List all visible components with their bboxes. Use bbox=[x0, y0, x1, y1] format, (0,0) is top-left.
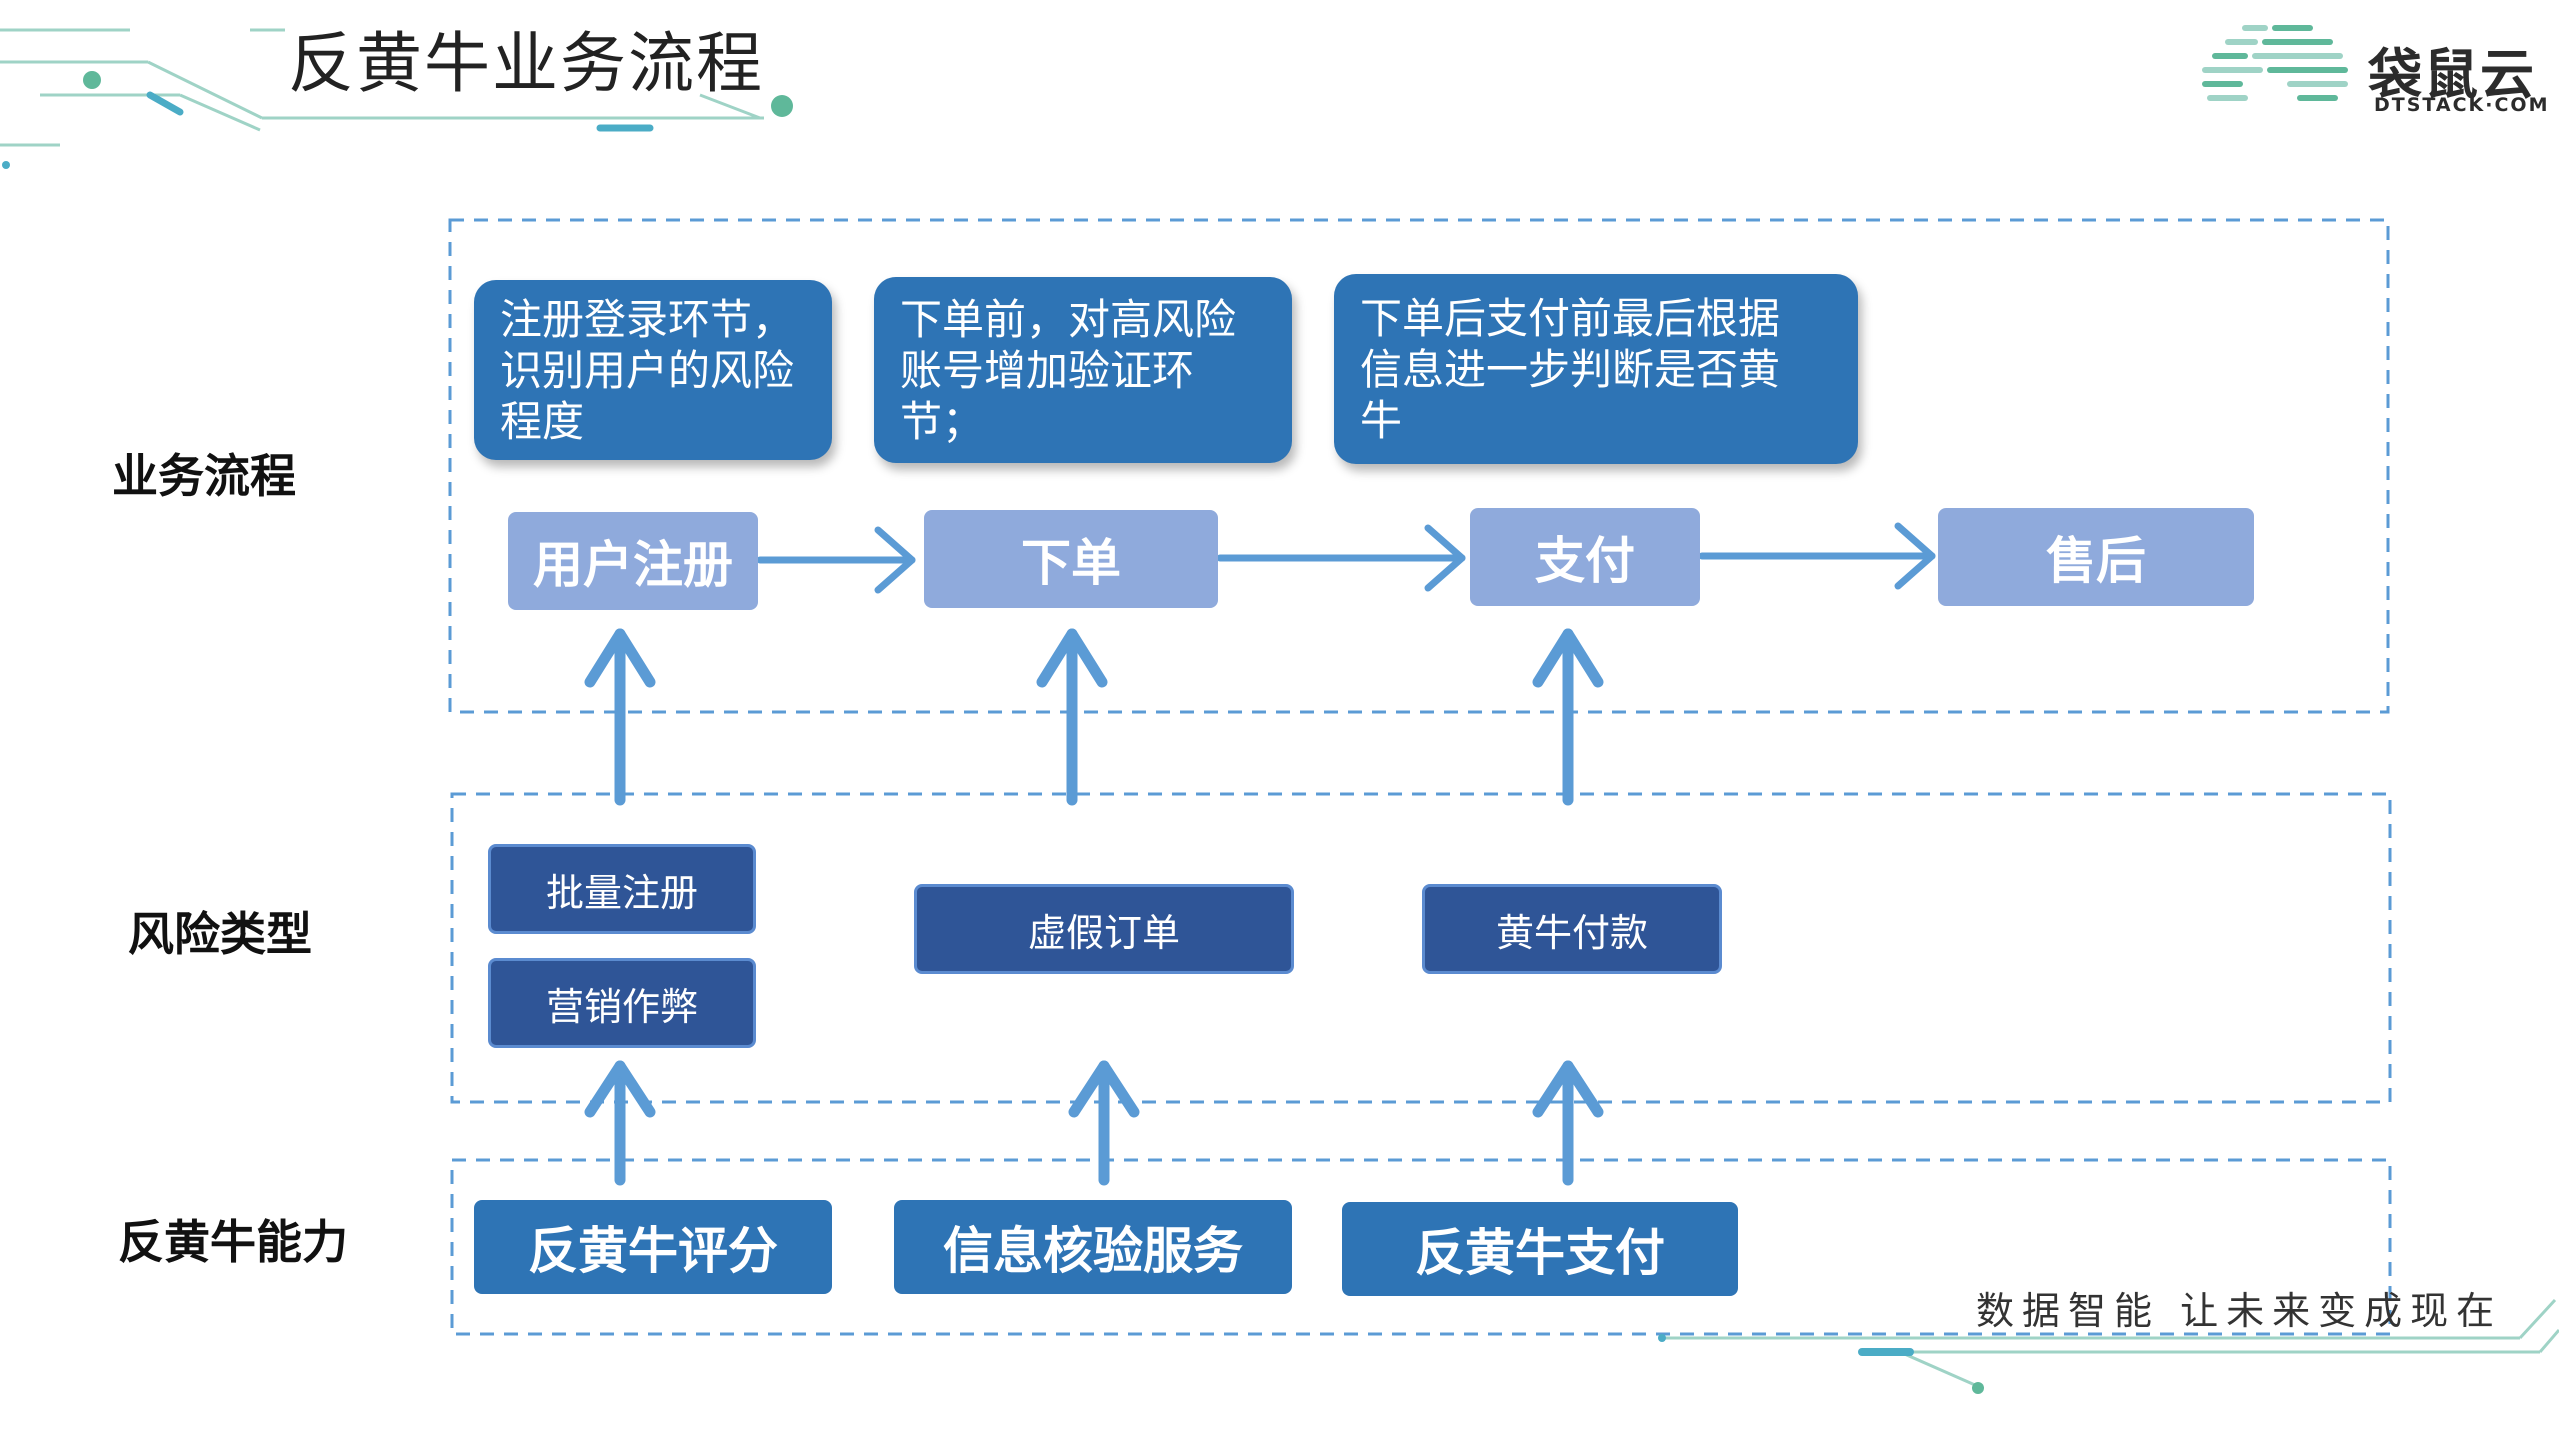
footer-circuit-decoration bbox=[1660, 1298, 2559, 1387]
footer-accent-dot bbox=[1972, 1382, 1984, 1394]
header-accent-dot bbox=[771, 95, 793, 117]
header-accent-bar bbox=[146, 91, 184, 116]
note-line: 下单前，对高风险 bbox=[900, 294, 1237, 344]
process-group-border bbox=[448, 218, 2390, 714]
header-accent-dot bbox=[2, 161, 10, 169]
step-after-sales: 售后 bbox=[1938, 508, 2254, 606]
risk-group-border bbox=[450, 792, 2392, 1104]
note-register: 注册登录环节， 识别用户的风险 程度 bbox=[474, 280, 832, 460]
capability-anti-scalper-payment: 反黄牛支付 bbox=[1342, 1202, 1738, 1296]
capability-to-risk-arrows bbox=[584, 1060, 1604, 1186]
header-accent-dot bbox=[83, 71, 101, 89]
row-label-process: 业务流程 bbox=[112, 449, 296, 503]
note-line: 识别用户的风险 bbox=[500, 345, 795, 395]
row-label-risk: 风险类型 bbox=[128, 907, 312, 961]
risk-marketing-fraud: 营销作弊 bbox=[488, 958, 756, 1048]
footer-slogan: 数据智能 让未来变成现在 bbox=[1976, 1289, 2503, 1333]
brand-name-en: DTSTACK·COM bbox=[2374, 94, 2550, 116]
capability-group-border bbox=[450, 1158, 2392, 1336]
note-line: 信息进一步判断是否黄 bbox=[1360, 344, 1781, 394]
note-order: 下单前，对高风险 账号增加验证环节； bbox=[874, 277, 1292, 463]
note-line: 牛 bbox=[1360, 395, 1403, 445]
risk-bulk-register: 批量注册 bbox=[488, 844, 756, 934]
brand-name-cn: 袋鼠云 bbox=[2368, 43, 2536, 106]
capability-anti-scalper-score: 反黄牛评分 bbox=[474, 1200, 832, 1294]
header-circuit-decoration bbox=[0, 28, 764, 147]
note-line: 下单后支付前最后根据 bbox=[1360, 293, 1781, 343]
step-place-order: 下单 bbox=[924, 510, 1218, 608]
page-title: 反黄牛业务流程 bbox=[288, 25, 764, 102]
row-label-capability: 反黄牛能力 bbox=[118, 1215, 348, 1269]
step-payment: 支付 bbox=[1470, 508, 1700, 606]
note-payment: 下单后支付前最后根据 信息进一步判断是否黄 牛 bbox=[1334, 274, 1858, 464]
step-user-register: 用户注册 bbox=[508, 512, 758, 610]
note-line: 账号增加验证环节； bbox=[900, 345, 1195, 446]
note-line: 注册登录环节， bbox=[500, 294, 795, 344]
footer-accent-dot bbox=[1658, 1334, 1666, 1342]
note-line: 程度 bbox=[500, 396, 585, 446]
risk-scalper-payment: 黄牛付款 bbox=[1422, 884, 1722, 974]
capability-info-verification: 信息核验服务 bbox=[894, 1200, 1292, 1294]
process-arrows bbox=[756, 522, 1936, 594]
risk-to-process-arrows bbox=[584, 628, 1604, 806]
dtstack-logo-icon bbox=[2202, 25, 2348, 101]
risk-fake-order: 虚假订单 bbox=[914, 884, 1294, 974]
